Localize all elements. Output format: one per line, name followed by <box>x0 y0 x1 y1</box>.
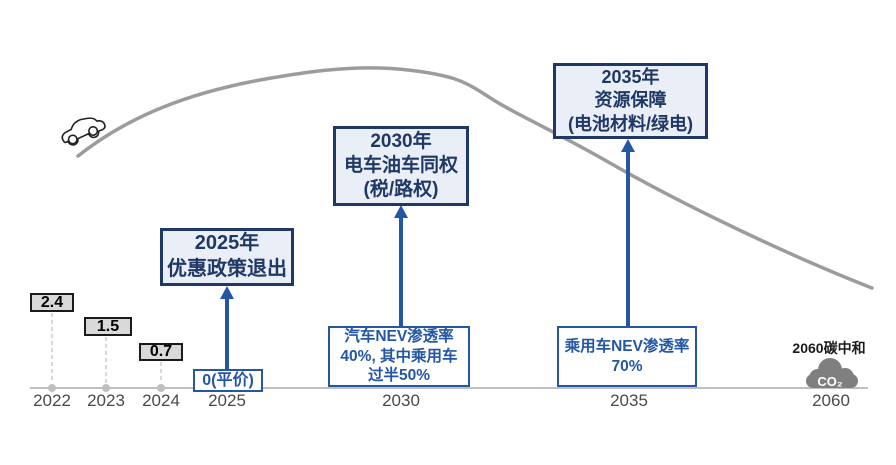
co2-cloud-text: CO₂ <box>817 374 843 389</box>
milestone-box-2030: 2030年 电车油车同权 (税/路权) <box>333 126 469 206</box>
value-2023: 1.5 <box>96 317 120 335</box>
value-connectors <box>51 313 162 383</box>
carbon-neutral-label: 2060碳中和 <box>792 340 866 356</box>
milestone-2025-year: 2025年 <box>194 232 260 255</box>
year-label-2030: 2030 <box>382 391 420 410</box>
milestone-2030-line2: (税/路权) <box>363 179 439 201</box>
nev-penetration-2030-box: 汽车NEV渗透率 40%, 其中乘用车 过半50% <box>328 326 470 387</box>
year-label-2035: 2035 <box>610 391 648 410</box>
value-chip-2023: 1.5 <box>84 317 132 336</box>
price-parity-box: 0(平价) <box>193 369 263 392</box>
year-label-2060: 2060 <box>812 391 850 410</box>
milestone-2025-line1: 优惠政策退出 <box>167 258 287 280</box>
value-2024: 0.7 <box>149 343 173 360</box>
nev-2030-line3: 过半50% <box>367 367 431 385</box>
milestone-2035-year: 2035年 <box>601 67 660 88</box>
timeline-dots <box>48 384 165 392</box>
value-chip-2022: 2.4 <box>30 293 74 312</box>
nev-penetration-2035-box: 乘用车NEV渗透率 70% <box>557 326 697 387</box>
value-2022: 2.4 <box>40 293 64 311</box>
year-label-2024: 2024 <box>142 391 180 410</box>
co2-cloud-icon: CO₂ <box>806 358 858 389</box>
nev-2035-line1: 乘用车NEV渗透率 <box>564 338 690 356</box>
milestone-arrows <box>220 139 635 370</box>
milestone-box-2035: 2035年 资源保障 (电池材料/绿电) <box>553 63 708 139</box>
year-label-2025: 2025 <box>208 391 246 410</box>
milestone-box-2025: 2025年 优惠政策退出 <box>160 228 294 286</box>
milestone-2030-year: 2030年 <box>370 130 432 152</box>
nev-2030-line1: 汽车NEV渗透率 <box>344 328 454 346</box>
value-chip-2024: 0.7 <box>139 343 183 361</box>
trend-curve <box>76 66 874 290</box>
year-label-2022: 2022 <box>33 391 71 410</box>
year-label-2023: 2023 <box>87 391 125 410</box>
nev-2035-line2: 70% <box>611 357 643 375</box>
milestone-2035-line1: 资源保障 <box>594 90 667 111</box>
milestone-2035-line2: (电池材料/绿电) <box>568 113 693 134</box>
price-parity-label: 0(平价) <box>202 371 254 389</box>
car-icon <box>61 117 106 146</box>
milestone-2030-line1: 电车油车同权 <box>343 154 458 176</box>
nev-2030-line2: 40%, 其中乘用车 <box>340 347 458 365</box>
